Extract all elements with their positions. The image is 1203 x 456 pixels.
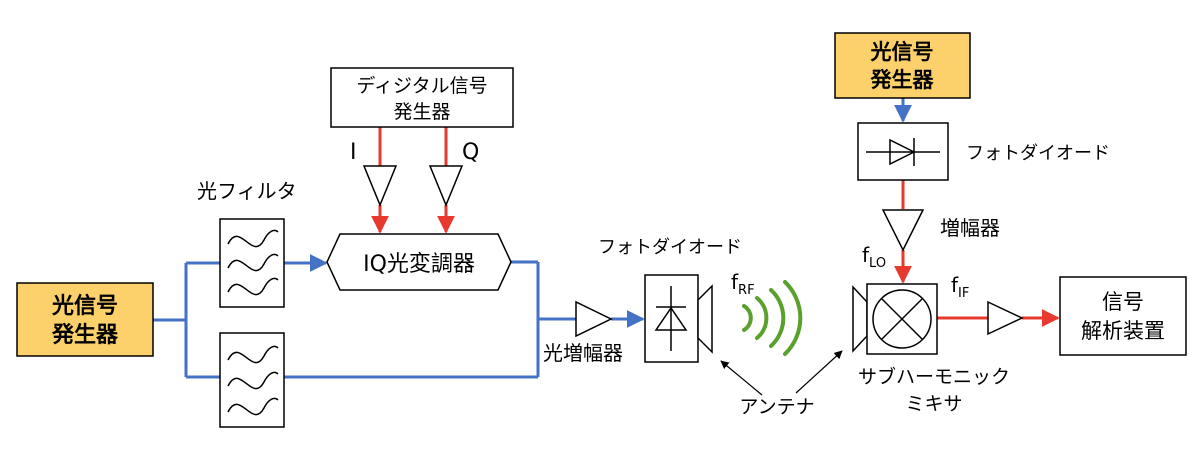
optical-source-left-line1: 光信号 bbox=[51, 293, 118, 319]
optical-source-right-line1: 光信号 bbox=[870, 40, 934, 64]
crossed-circle-mixer-icon bbox=[866, 283, 938, 355]
q-channel-label: Q bbox=[462, 140, 479, 165]
horn-antenna-icon bbox=[852, 285, 868, 353]
triangle-amplifier-icon bbox=[987, 300, 1024, 336]
signal-analyzer-line1: 信号 bbox=[1102, 290, 1144, 314]
photodiode-rx-label: フォトダイオード bbox=[598, 237, 742, 258]
iq-modulator: IQ光変調器 bbox=[326, 233, 512, 291]
f-lo-label: fLO bbox=[862, 243, 886, 271]
signal-analyzer-line2: 解析装置 bbox=[1081, 319, 1165, 343]
subharmonic-mixer-line1: サブハーモニック bbox=[858, 365, 1010, 388]
f-rf-label: fRF bbox=[731, 270, 755, 298]
digital-signal-generator: ディジタル信号 発生器 bbox=[330, 67, 514, 128]
triangle-amplifier-icon bbox=[575, 300, 613, 338]
radio-wave-icon bbox=[742, 280, 803, 356]
optical-lines bbox=[153, 98, 912, 379]
optical-filter-label: 光フィルタ bbox=[197, 179, 297, 203]
optical-amplifier-label: 光増幅器 bbox=[543, 341, 623, 365]
optical-source-left: 光信号 発生器 bbox=[16, 282, 154, 357]
triangle-amplifier-icon bbox=[881, 209, 925, 252]
electrical-lines bbox=[371, 127, 1060, 327]
svg-text:fIF: fIF bbox=[951, 273, 969, 301]
antenna-arrow-left bbox=[720, 360, 763, 396]
bandpass-filter-icon bbox=[219, 218, 285, 308]
amplifier-label: 増幅器 bbox=[940, 216, 1000, 240]
triangle-amplifier-icon bbox=[362, 165, 398, 207]
optical-source-left-line2: 発生器 bbox=[51, 323, 119, 348]
signal-analyzer: 信号 解析装置 bbox=[1059, 276, 1187, 356]
svg-text:fLO: fLO bbox=[862, 243, 886, 271]
diode-icon bbox=[644, 274, 699, 363]
f-if-label: fIF bbox=[951, 273, 969, 301]
optical-source-right: 光信号 発生器 bbox=[834, 32, 971, 99]
bandpass-filter-icon bbox=[219, 332, 285, 428]
digital-generator-line1: ディジタル信号 bbox=[356, 75, 487, 97]
antenna-label: アンテナ bbox=[739, 396, 814, 418]
triangle-amplifier-icon bbox=[428, 165, 464, 207]
photodiode-lo-label: フォトダイオード bbox=[966, 143, 1110, 164]
svg-text:fRF: fRF bbox=[731, 270, 755, 298]
optical-source-right-line2: 発生器 bbox=[870, 68, 935, 92]
iq-modulator-label: IQ光変調器 bbox=[363, 252, 475, 277]
antenna-arrow-right bbox=[795, 350, 843, 394]
horn-antenna-icon bbox=[697, 284, 713, 354]
subharmonic-mixer-line2: ミキサ bbox=[905, 393, 962, 415]
digital-generator-line2: 発生器 bbox=[393, 101, 450, 123]
i-channel-label: I bbox=[350, 140, 357, 165]
diode-icon bbox=[857, 122, 949, 181]
